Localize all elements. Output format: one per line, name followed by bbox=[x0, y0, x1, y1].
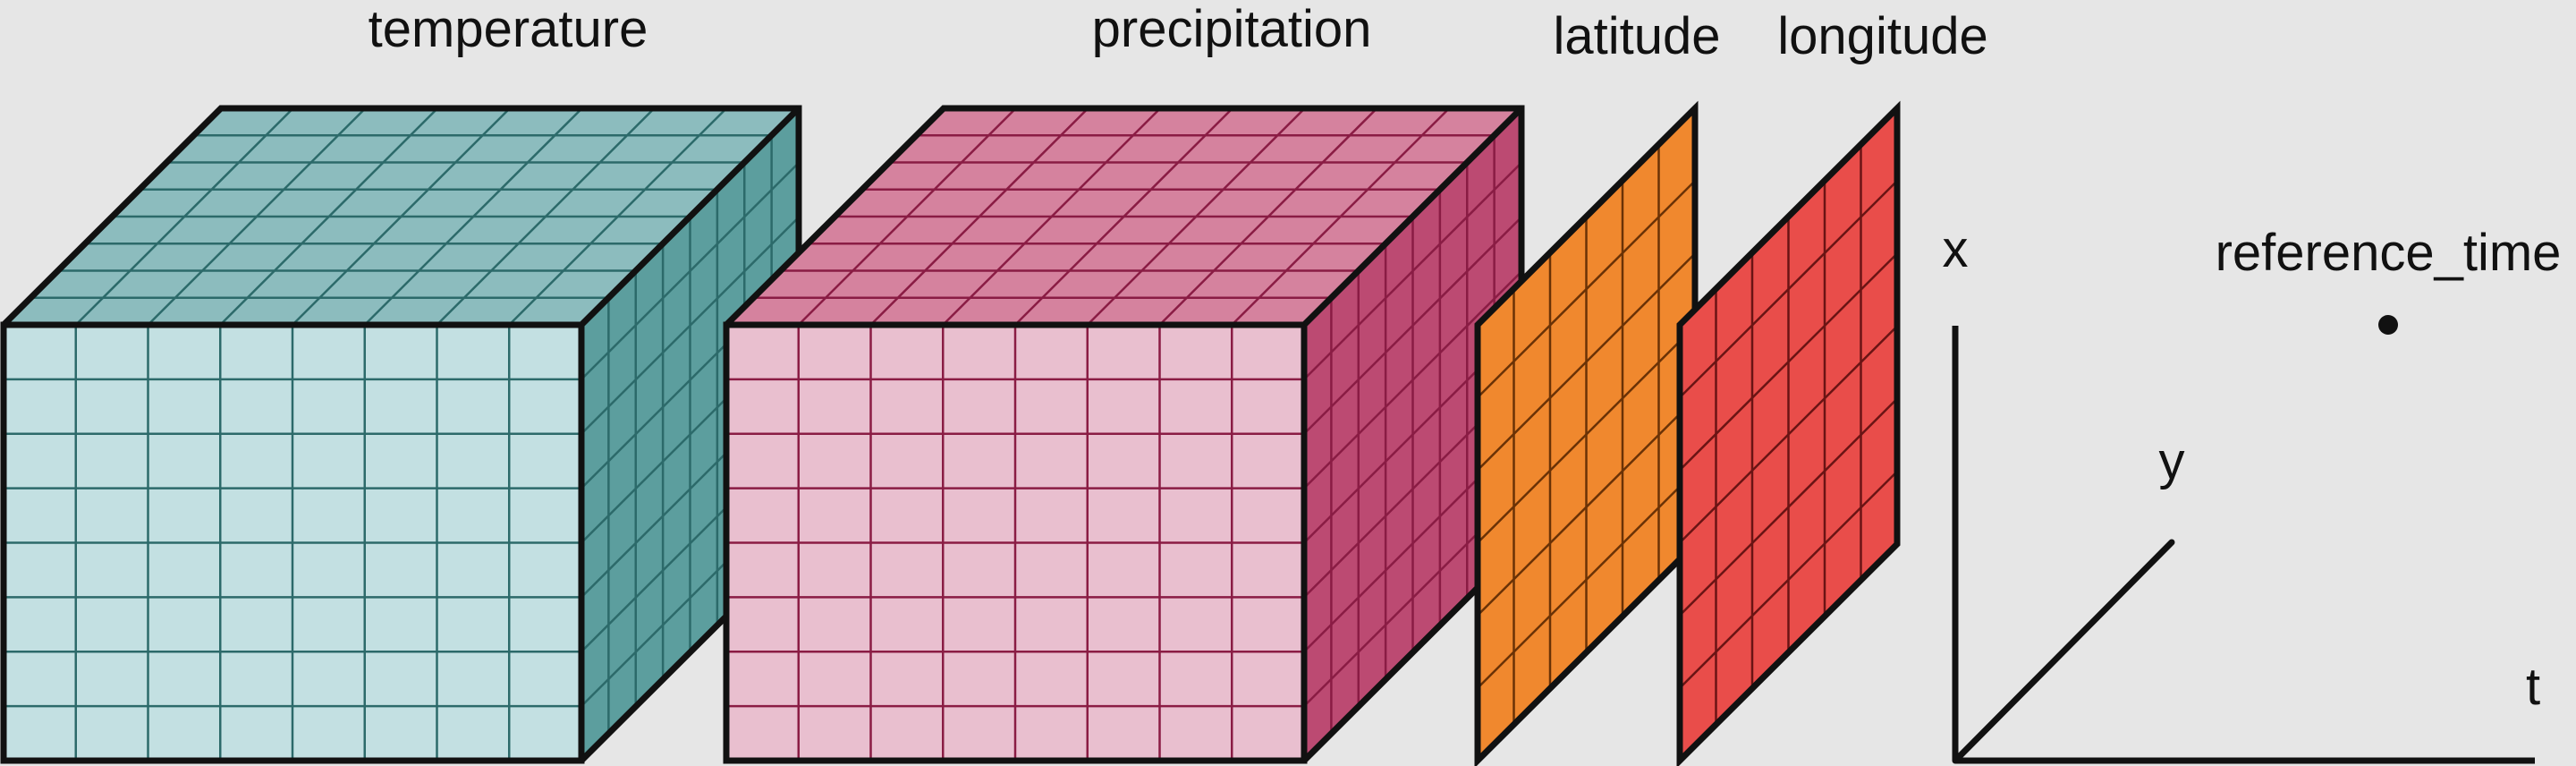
temperature-label: temperature bbox=[369, 0, 648, 58]
precipitation-edge bbox=[1301, 106, 1524, 328]
temperature-top-grid-u bbox=[436, 107, 656, 326]
longitude-label: longitude bbox=[1777, 7, 1987, 65]
reference-time-label: reference_time bbox=[2216, 224, 2562, 282]
x-axis-label: x bbox=[1943, 220, 1969, 278]
temperature-top-grid-u bbox=[363, 107, 583, 326]
labels: temperature precipitation latitude longi… bbox=[369, 0, 2562, 716]
axes bbox=[1952, 315, 2535, 764]
t-axis-label: t bbox=[2526, 658, 2540, 716]
precipitation-cube bbox=[723, 105, 1525, 764]
temperature-cube bbox=[0, 105, 802, 764]
y-axis-line bbox=[1952, 539, 2175, 764]
temperature-top-grid-u bbox=[508, 107, 728, 326]
precipitation-label: precipitation bbox=[1092, 0, 1372, 58]
latitude-grid-v bbox=[1477, 470, 1696, 689]
longitude-grid-v bbox=[1679, 470, 1898, 689]
precipitation-top-grid-u bbox=[1086, 107, 1306, 326]
reference-time-point bbox=[2378, 315, 2398, 335]
longitude-outline bbox=[1676, 100, 1901, 766]
latitude-label: latitude bbox=[1553, 7, 1720, 65]
temperature-edge bbox=[579, 106, 801, 328]
precipitation-top-grid-u bbox=[1231, 107, 1451, 326]
precipitation-top-grid-u bbox=[1158, 107, 1378, 326]
longitude-slab bbox=[1676, 100, 1901, 766]
y-axis-label: y bbox=[2159, 432, 2185, 490]
